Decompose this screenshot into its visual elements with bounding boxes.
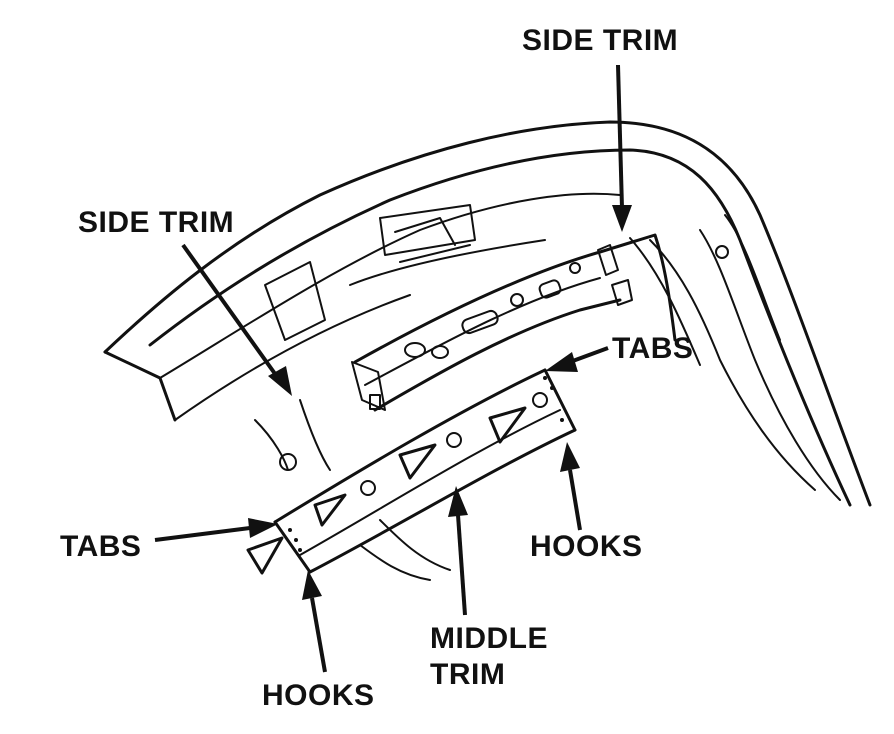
label-hooks-bottom: HOOKS xyxy=(262,679,375,712)
bumper-shell xyxy=(103,120,872,507)
label-middle-trim-line2: TRIM xyxy=(430,658,505,691)
label-side-trim-top: SIDE TRIM xyxy=(522,24,678,57)
label-middle-trim-line1: MIDDLE xyxy=(430,622,548,655)
label-side-trim-left: SIDE TRIM xyxy=(78,206,234,239)
bumper-interior xyxy=(254,204,546,581)
label-tabs-left: TABS xyxy=(60,530,141,563)
label-tabs-right: TABS xyxy=(612,332,693,365)
label-hooks-right: HOOKS xyxy=(530,530,643,563)
middle-trim-part xyxy=(246,368,577,575)
side-trim-part xyxy=(351,233,677,412)
leader-lines xyxy=(154,64,632,673)
